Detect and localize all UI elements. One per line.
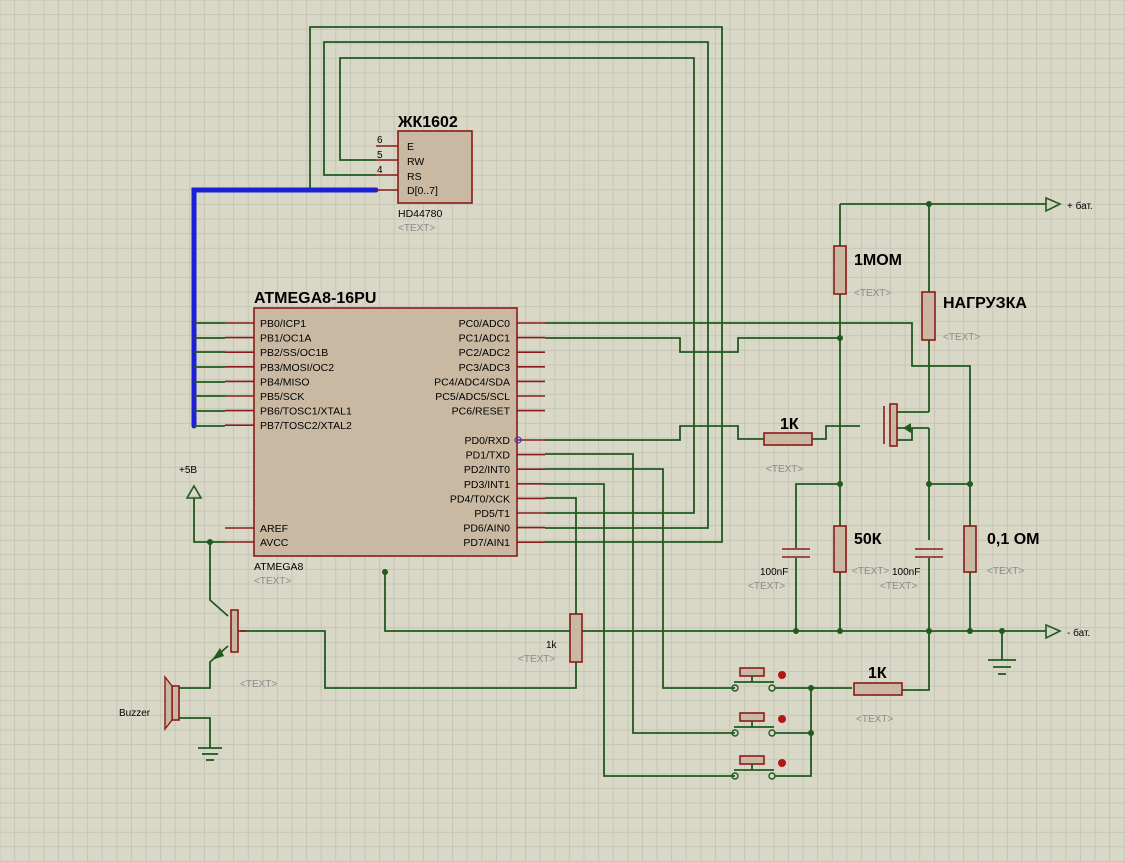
c1-label: 100nF: [760, 567, 788, 578]
mcu-pin-pb3: PB3/MOSI/OC2: [260, 362, 334, 374]
mcu-pin-pc6: PC6/RESET: [452, 406, 511, 418]
resistor-1k-buttons[interactable]: 1К <TEXT>: [853, 665, 903, 725]
mcu-pin-pc3: PC3/ADC3: [459, 362, 511, 374]
c2-text: <TEXT>: [880, 581, 917, 592]
lcd-pin-rs: RS: [407, 171, 422, 183]
lcd-text-placeholder: <TEXT>: [398, 223, 435, 234]
mcu-pin-lines: [225, 322, 545, 544]
buzzer[interactable]: Buzzer: [119, 674, 180, 732]
ground-symbol-buzzer: [198, 747, 222, 761]
capacitor-1[interactable]: 100nF <TEXT>: [748, 548, 810, 592]
r1k-gate-text: <TEXT>: [766, 464, 803, 475]
plus5v-label: +5В: [179, 465, 197, 476]
bat-minus-label: - бат.: [1067, 627, 1090, 639]
microcontroller[interactable]: ATMEGA8-16PU ATMEGA8 <TEXT> PB0/ICP1PB1/…: [225, 290, 545, 587]
mcu-name: ATMEGA8-16PU: [254, 290, 376, 307]
r1k-small-label: 1k: [546, 640, 558, 651]
mcu-pin-pb5: PB5/SCK: [260, 391, 304, 403]
mcu-pin-avcc: AVCC: [260, 537, 289, 549]
mcu-pin-aref: AREF: [260, 523, 288, 535]
ground-symbol-main: [988, 659, 1016, 675]
mcu-right-pin-labels: PC0/ADC0PC1/ADC1PC2/ADC2PC3/ADC3PC4/ADC4…: [434, 318, 510, 549]
npn-transistor[interactable]: <TEXT>: [212, 609, 277, 690]
c1-text: <TEXT>: [748, 581, 785, 592]
capacitor-2[interactable]: 100nF <TEXT>: [880, 548, 943, 592]
battery-minus-terminal[interactable]: - бат.: [1045, 623, 1090, 640]
button-3[interactable]: [731, 755, 786, 780]
mcu-pin-pc4: PC4/ADC4/SDA: [434, 376, 510, 388]
lcd-pin-num-5: 5: [377, 150, 383, 161]
mcu-pin-pb2: PB2/SS/OC1B: [260, 347, 328, 359]
r1k-small-text: <TEXT>: [518, 654, 555, 665]
bat-plus-label: + бат.: [1067, 200, 1093, 212]
mcu-pin-pc1: PC1/ADC1: [459, 333, 511, 345]
mcu-pin-pd4: PD4/T0/XCK: [450, 493, 510, 505]
button-1[interactable]: [731, 667, 786, 692]
lcd-pin-e: E: [407, 141, 414, 153]
lcd-pin-num-4: 4: [377, 165, 383, 176]
plus5v-terminal[interactable]: +5В: [179, 465, 203, 499]
lcd-pin-rw: RW: [407, 156, 424, 168]
resistor-load[interactable]: НАГРУЗКА <TEXT>: [921, 291, 1027, 343]
mosfet[interactable]: [883, 403, 929, 447]
buzzer-label: Buzzer: [119, 708, 151, 719]
mcu-pin-pd7: PD7/AIN1: [463, 537, 510, 549]
lcd-pin-num-6: 6: [377, 135, 383, 146]
r01-text: <TEXT>: [987, 566, 1024, 577]
resistor-0-1-ohm[interactable]: 0,1 ОМ <TEXT>: [963, 525, 1039, 577]
wires: [178, 26, 1046, 777]
r1k-btn-text: <TEXT>: [856, 714, 893, 725]
button-2[interactable]: [731, 712, 786, 737]
mcu-pin-pd5: PD5/T1: [474, 508, 510, 520]
resistor-50k[interactable]: 50К <TEXT>: [833, 525, 889, 577]
load-label: НАГРУЗКА: [943, 295, 1027, 312]
lcd-module[interactable]: ЖК1602 E RW RS D[0..7] 6 5 4 HD44780 <TE…: [376, 114, 473, 234]
r1k-gate-label: 1К: [780, 416, 799, 433]
r1mom-text: <TEXT>: [854, 288, 891, 299]
mcu-text-placeholder: <TEXT>: [254, 576, 291, 587]
mcu-pin-pb0: PB0/ICP1: [260, 318, 306, 330]
r1mom-label: 1МОМ: [854, 252, 902, 269]
r50k-label: 50К: [854, 531, 882, 548]
c2-label: 100nF: [892, 567, 920, 578]
transistor-text-placeholder: <TEXT>: [240, 679, 277, 690]
junction-dots: [207, 201, 1005, 736]
r50k-text: <TEXT>: [852, 566, 889, 577]
battery-plus-terminal[interactable]: + бат.: [1045, 196, 1093, 213]
mcu-pin-pd2: PD2/INT0: [464, 464, 510, 476]
mcu-model: ATMEGA8: [254, 561, 304, 573]
resistor-1k-small[interactable]: 1k <TEXT>: [518, 613, 583, 665]
lcd-pin-data: D[0..7]: [407, 185, 438, 197]
mcu-pin-pd1: PD1/TXD: [466, 450, 511, 462]
pd0-pin-marker: [514, 436, 522, 444]
data-bus: [191, 187, 379, 429]
mcu-pin-pd3: PD3/INT1: [464, 479, 510, 491]
lcd-name: ЖК1602: [397, 114, 458, 131]
resistor-1mom[interactable]: 1МОМ <TEXT>: [833, 245, 902, 299]
mcu-pin-pd0: PD0/RXD: [464, 435, 510, 447]
resistor-1k-gate[interactable]: 1К <TEXT>: [763, 416, 813, 475]
r1k-btn-label: 1К: [868, 665, 887, 682]
mcu-pin-pb4: PB4/MISO: [260, 376, 310, 388]
mcu-pin-pc2: PC2/ADC2: [459, 347, 511, 359]
lcd-model: HD44780: [398, 208, 443, 220]
load-text: <TEXT>: [943, 332, 980, 343]
mcu-pin-pc0: PC0/ADC0: [459, 318, 511, 330]
mcu-pin-pb6: PB6/TOSC1/XTAL1: [260, 406, 352, 418]
mcu-pin-pb1: PB1/OC1A: [260, 333, 311, 345]
mcu-pin-pc5: PC5/ADC5/SCL: [435, 391, 510, 403]
mcu-pin-pb7: PB7/TOSC2/XTAL2: [260, 420, 352, 432]
r01-label: 0,1 ОМ: [987, 531, 1039, 548]
mcu-pin-pd6: PD6/AIN0: [463, 523, 510, 535]
bus-taps: [194, 322, 225, 427]
